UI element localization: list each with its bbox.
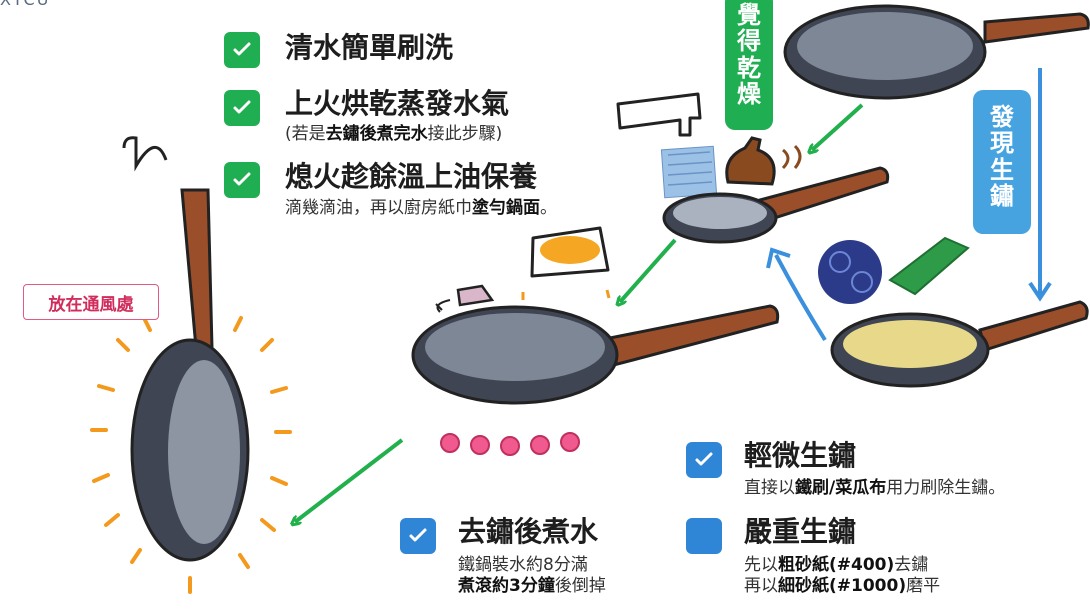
step-wash-title: 清水簡單刷洗	[285, 31, 454, 64]
step-dry-title: 上火烘乾蒸發水氣	[285, 87, 510, 120]
check-icon	[686, 442, 722, 478]
heavy-rust-line2: 再以細砂紙(#1000)磨平	[744, 576, 941, 596]
boil-water-line1: 鐵鍋裝水約8分滿	[458, 555, 588, 575]
light-rust-note: 直接以鐵刷/菜瓜布用力刷除生鏽。	[744, 478, 1006, 498]
pan-bottom-right	[830, 300, 1089, 388]
pan-top-right	[783, 4, 1090, 100]
arrow-rust-down-head	[1028, 281, 1052, 302]
label-dry: 覺得乾燥	[725, 0, 773, 130]
arrow-rust-back	[774, 254, 827, 342]
arrow-center-to-hang	[295, 438, 404, 522]
check-icon	[224, 32, 260, 68]
stove-flame-icon	[440, 432, 580, 456]
arrow-dry-to-oil	[812, 103, 864, 150]
butter-icon	[521, 226, 611, 300]
light-rust-title: 輕微生鏽	[744, 439, 857, 472]
heavy-rust-line1: 先以粗砂紙(#400)去鏽	[744, 555, 929, 575]
step-dry-note: (若是去鏽後煮完水接此步驟)	[285, 124, 503, 144]
boil-water-line2: 煮滾約3分鐘後倒掉	[458, 576, 606, 596]
arrow-oil-to-center	[620, 238, 677, 302]
pan-middle	[662, 166, 890, 244]
boil-water-title: 去鏽後煮水	[458, 515, 599, 548]
pan-hanging	[122, 136, 250, 562]
check-icon	[400, 518, 436, 554]
paper-towel-icon	[660, 145, 718, 199]
step-oil-note: 滴幾滴油，再以廚房紙巾塗勻鍋面。	[285, 198, 557, 218]
oil-bottle-icon	[725, 136, 802, 186]
check-icon	[224, 162, 260, 198]
square-icon	[686, 518, 722, 554]
sponge-icon	[888, 236, 970, 296]
sparkle-icon	[90, 316, 292, 594]
label-rust-found: 發現生鏽	[973, 90, 1031, 234]
check-icon	[224, 90, 260, 126]
logo-text: XTCU	[0, 0, 50, 9]
faucet-icon	[616, 92, 702, 137]
arrow-rust-back-head	[766, 247, 791, 269]
cloth-icon	[435, 284, 495, 313]
steel-wool-icon	[818, 240, 882, 304]
heavy-rust-title: 嚴重生鏽	[744, 515, 857, 548]
step-oil-title: 熄火趁餘溫上油保養	[285, 160, 538, 193]
ventilated-badge: 放在通風處	[23, 284, 159, 320]
pan-center	[411, 304, 780, 405]
